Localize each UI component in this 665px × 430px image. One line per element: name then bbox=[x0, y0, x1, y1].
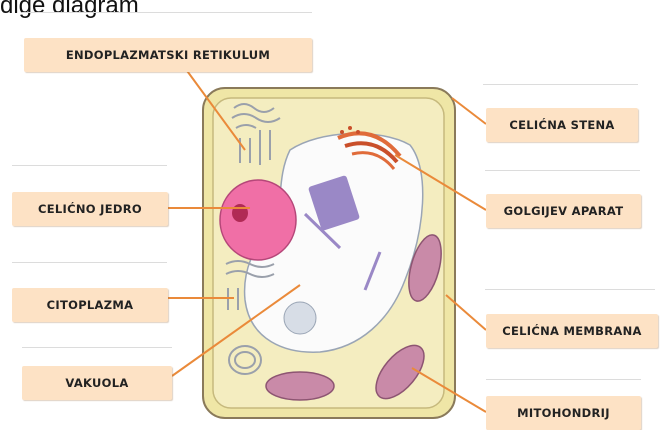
blank-line bbox=[22, 347, 172, 348]
blank-line bbox=[485, 289, 655, 290]
blank-line bbox=[483, 84, 638, 85]
mitochondrion-bottom-left bbox=[266, 372, 334, 400]
label-cell-membrane: CELIĆNA MEMBRANA bbox=[486, 314, 658, 348]
label-nucleus: CELIĆNO JEDRO bbox=[12, 192, 168, 226]
label-text: MITOHONDRIJ bbox=[517, 406, 610, 420]
label-golgi: GOLGIJEV APARAT bbox=[486, 194, 641, 228]
blank-line bbox=[12, 262, 167, 263]
label-text: GOLGIJEV APARAT bbox=[504, 204, 624, 218]
blank-line bbox=[22, 12, 312, 13]
granule bbox=[284, 302, 316, 334]
blank-line bbox=[485, 170, 640, 171]
label-mitochondria: MITOHONDRIJ bbox=[486, 396, 641, 430]
blank-line bbox=[12, 165, 167, 166]
label-text: VAKUOLA bbox=[65, 376, 128, 390]
label-cell-wall: CELIĆNA STENA bbox=[486, 108, 638, 142]
nucleus bbox=[220, 180, 296, 260]
label-text: ENDOPLAZMATSKI RETIKULUM bbox=[66, 48, 270, 62]
blank-line bbox=[486, 379, 641, 380]
nucleolus bbox=[232, 204, 248, 222]
label-text: CELIĆNA MEMBRANA bbox=[502, 324, 641, 338]
label-cytoplasm: CITOPLAZMA bbox=[12, 288, 168, 322]
label-vacuole: VAKUOLA bbox=[22, 366, 172, 400]
label-text: CELIĆNA STENA bbox=[509, 118, 614, 132]
label-text: CELIĆNO JEDRO bbox=[38, 202, 142, 216]
label-er: ENDOPLAZMATSKI RETIKULUM bbox=[24, 38, 312, 72]
label-text: CITOPLAZMA bbox=[47, 298, 134, 312]
